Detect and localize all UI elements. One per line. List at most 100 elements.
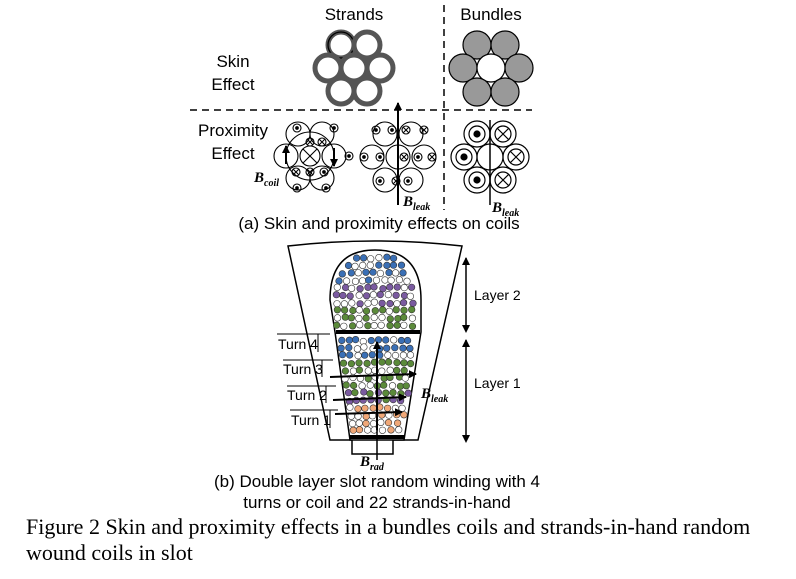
bleak-label-a2: Bleak [491,200,519,219]
strand [400,292,409,300]
strand [391,351,400,360]
strand [384,291,392,299]
strand [393,359,401,367]
strand [398,404,406,412]
proximity-coil-cluster [273,121,354,193]
strand [340,300,349,308]
strand [392,306,400,314]
strand [377,418,385,427]
strand [384,419,393,427]
strand [382,336,390,344]
strand [370,298,379,306]
strand [339,359,348,367]
strand [349,306,357,315]
strand [348,284,356,293]
strand [360,254,368,262]
strand [371,307,379,315]
strand [354,352,362,360]
strand [390,336,398,344]
strand [352,336,360,344]
strand [397,397,405,405]
strand [400,306,408,314]
strand [406,351,415,359]
strand [378,367,386,375]
strand [355,291,363,299]
strand [344,389,353,397]
strand [404,336,412,345]
strand [400,366,408,375]
strand [342,381,350,389]
strand [379,306,387,314]
strand [359,261,367,270]
strand [395,276,404,284]
strand [355,314,363,323]
strand [343,277,351,285]
strand [360,388,368,396]
strand [355,419,363,427]
strand [384,404,392,412]
strand [392,291,400,299]
strand [353,254,361,262]
strand [362,419,370,428]
strand [380,381,388,389]
strand [393,321,401,329]
strand [409,299,417,307]
caption-b-line2: turns or coil and 22 strands-in-hand [243,493,510,512]
strand [406,292,415,300]
strand [378,358,386,366]
strand [351,389,359,397]
strand [406,344,414,353]
strand [394,315,402,323]
strand [364,322,372,330]
caption-b-line1: (b) Double layer slot random winding wit… [214,472,540,491]
turn-1-label: Turn 1 [291,412,331,428]
strand [397,336,406,345]
strand [354,269,362,277]
strand [393,283,401,291]
caption-a: (a) Skin and proximity effects on coils [238,214,519,233]
strand [376,291,384,299]
strand [400,284,408,292]
strand [367,255,375,263]
strand [338,336,346,345]
strand [344,261,353,270]
strand [346,292,354,300]
strands [332,253,417,434]
strand [408,306,416,314]
strand [390,254,398,262]
label-skin: Skin [216,52,249,71]
strand [391,404,400,413]
turn1-arrow [334,408,403,417]
strand [397,390,405,398]
strand [384,351,392,359]
brad-label: Brad [359,454,385,473]
strand [407,360,415,368]
layer-1-label: Layer 1 [474,375,521,391]
strand [379,285,387,293]
strand [362,268,370,276]
strand [378,313,386,322]
label-proximity: Proximity [198,121,268,140]
strand [341,313,349,321]
strand [347,360,356,368]
strand [377,321,385,329]
strand [386,366,394,374]
strand [394,419,402,427]
turn-2-label: Turn 2 [287,387,327,403]
strand [341,306,349,314]
strand [387,426,395,434]
strand [366,261,374,269]
strand [360,343,368,351]
strand [341,367,350,375]
strand [351,262,359,271]
header-strands: Strands [325,5,384,24]
skin-strands-cluster [312,29,396,107]
strand [408,314,417,322]
strand [391,344,399,352]
strand [381,276,389,284]
turn2-arrow [332,393,407,402]
strand [346,403,354,411]
strand [386,322,394,330]
strand [408,283,416,291]
strand [369,404,377,412]
